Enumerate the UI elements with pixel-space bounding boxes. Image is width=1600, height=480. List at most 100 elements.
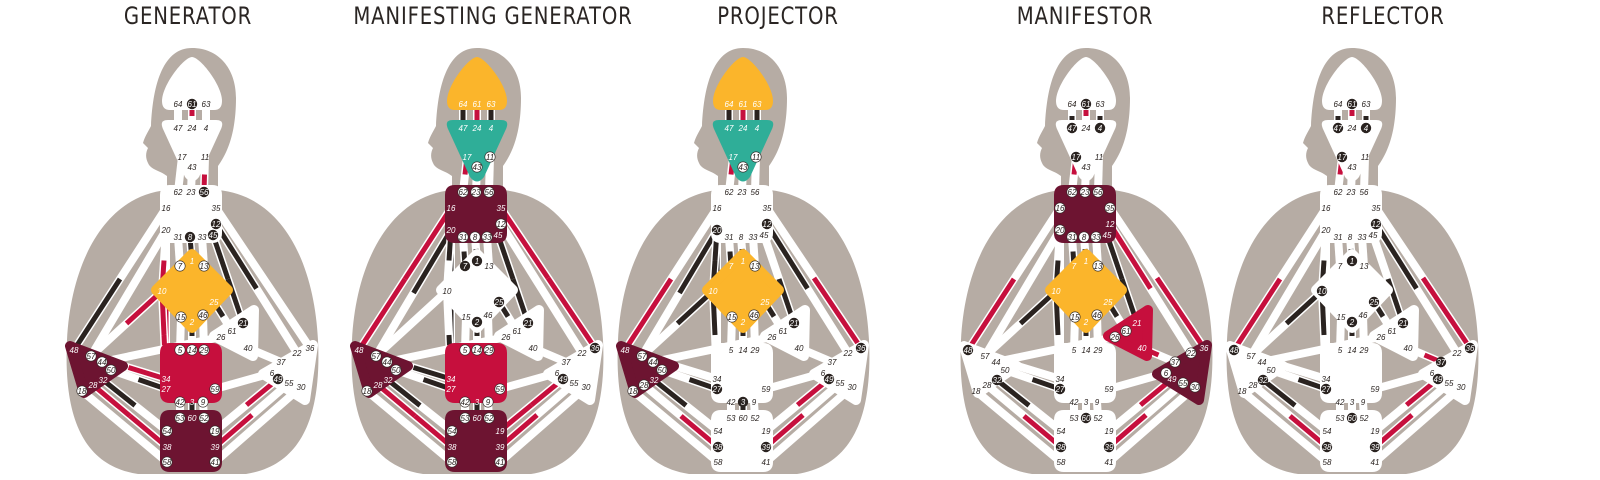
gate-label: 50	[1267, 366, 1276, 375]
channel-activation-36	[1154, 276, 1207, 350]
gate-label: 18	[629, 387, 638, 396]
gate-marker-12	[761, 218, 773, 230]
gate-label: 48	[964, 346, 973, 355]
gate-marker-3	[737, 396, 749, 408]
gate-label: 29	[1359, 346, 1369, 355]
gate-label: 52	[1360, 414, 1369, 423]
gate-marker-25	[493, 296, 505, 308]
gate-label: 61	[1348, 100, 1357, 109]
center-sp	[258, 340, 318, 405]
gate-marker-47	[1066, 122, 1078, 134]
gate-label: 46	[484, 311, 493, 320]
gate-label: 41	[211, 458, 220, 467]
gate-label: 49	[1434, 375, 1443, 384]
gate-label: 19	[762, 427, 771, 436]
center-root	[160, 410, 222, 472]
gate-label: 24	[738, 124, 748, 133]
gate-label: 37	[562, 358, 571, 367]
channel-activation-32	[995, 378, 1031, 408]
center-sp	[1418, 340, 1478, 405]
gate-marker-15	[1069, 311, 1081, 323]
gate-label: 45	[494, 231, 503, 240]
gate-label: 61	[739, 100, 748, 109]
gate-label: 28	[1248, 381, 1258, 390]
channel-activation-48	[71, 277, 123, 352]
gate-marker-56	[1092, 186, 1104, 198]
gate-label: 14	[1348, 346, 1357, 355]
gate-label: 23	[737, 188, 747, 197]
gate-marker-27	[1320, 383, 1332, 395]
gate-label: 2	[474, 318, 480, 327]
gate-marker-38	[1321, 441, 1333, 453]
gate-marker-47	[1332, 122, 1344, 134]
gate-label: 24	[1081, 124, 1091, 133]
channel-activation-48	[356, 277, 408, 352]
gate-label: 49	[825, 375, 834, 384]
gate-label: 45	[760, 231, 769, 240]
gate-label: 34	[162, 375, 171, 384]
gate-marker-60	[1080, 412, 1092, 424]
gate-marker-35	[1104, 202, 1116, 214]
gate-label: 61	[779, 327, 788, 336]
gate-label: 44	[992, 358, 1001, 367]
channel-activation-48	[1231, 277, 1283, 352]
gate-label: 3	[475, 398, 480, 407]
gate-marker-52	[483, 412, 495, 424]
gate-label: 48	[70, 346, 79, 355]
gate-label: 25	[209, 298, 219, 307]
gate-label: 8	[1082, 233, 1087, 242]
center-sacral	[711, 343, 773, 403]
gate-marker-46	[748, 309, 760, 321]
gate-label: 27	[446, 385, 456, 394]
gate-marker-60	[1346, 412, 1358, 424]
gate-label: 52	[1094, 414, 1103, 423]
gate-label: 8	[739, 233, 744, 242]
gate-marker-25	[1368, 296, 1380, 308]
gate-label: 64	[174, 100, 183, 109]
center-root	[711, 410, 773, 472]
gate-label: 55	[570, 379, 579, 388]
gate-label: 7	[729, 262, 734, 271]
gate-label: 42	[176, 398, 185, 407]
gate-label: 52	[485, 414, 494, 423]
gate-label: 39	[211, 443, 220, 452]
gate-marker-8	[469, 231, 481, 243]
gate-label: 46	[199, 311, 208, 320]
gate-label: 2	[1083, 318, 1089, 327]
gate-label: 49	[1168, 375, 1177, 384]
gate-label: 6	[1164, 369, 1169, 378]
gate-label: 60	[739, 414, 748, 423]
center-sacral	[1054, 343, 1116, 403]
gate-label: 33	[749, 233, 758, 242]
gate-label: 7	[178, 262, 183, 271]
gate-marker-12	[1370, 218, 1382, 230]
gate-label: 1	[741, 257, 745, 266]
gate-marker-19	[209, 425, 221, 437]
gate-label: 25	[1103, 298, 1113, 307]
gate-label: 26	[1376, 333, 1386, 342]
gate-marker-62	[1066, 186, 1078, 198]
gate-label: 50	[1001, 366, 1010, 375]
chart-title-reflector: REFLECTOR	[1321, 2, 1445, 30]
gate-label: 47	[1334, 124, 1343, 133]
gate-label: 24	[187, 124, 197, 133]
gate-label: 52	[751, 414, 760, 423]
gate-label: 60	[473, 414, 482, 423]
gate-marker-15	[175, 311, 187, 323]
channel-activation-36	[811, 276, 864, 350]
gate-label: 26	[767, 333, 777, 342]
gate-label: 36	[306, 344, 315, 353]
gate-label: 39	[762, 443, 771, 452]
gate-marker-57	[85, 350, 97, 362]
gate-label: 47	[725, 124, 734, 133]
gate-label: 18	[363, 387, 372, 396]
gate-label: 4	[204, 124, 209, 133]
gate-label: 19	[1105, 427, 1114, 436]
gate-label: 44	[98, 358, 107, 367]
gate-label: 54	[1057, 427, 1066, 436]
channel-18-58	[364, 387, 455, 466]
gate-label: 32	[993, 376, 1002, 385]
gate-label: 61	[1122, 327, 1131, 336]
